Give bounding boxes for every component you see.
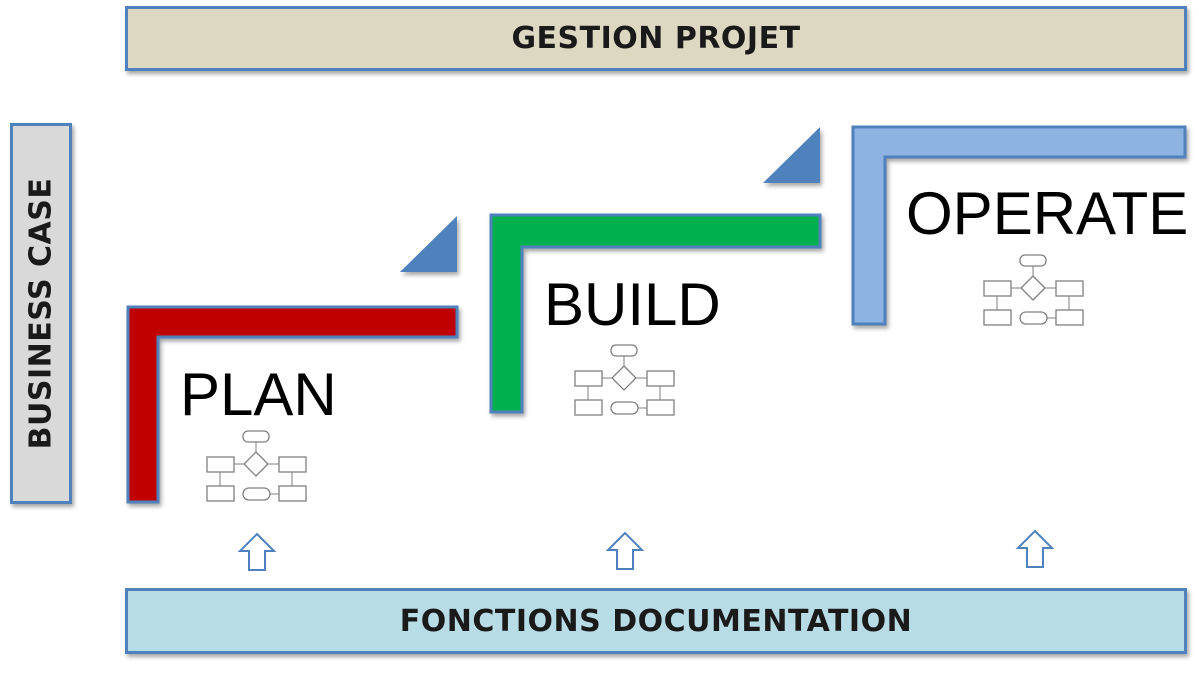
gestion-projet-label: GESTION PROJET (511, 21, 801, 56)
fonctions-documentation-banner: FONCTIONS DOCUMENTATION (125, 588, 1187, 654)
step-triangle-icon (400, 216, 457, 272)
flowchart-icon (574, 344, 675, 416)
operate-step-shape (851, 125, 1187, 326)
gestion-projet-banner: GESTION PROJET (125, 6, 1187, 71)
business-case-banner: BUSINESS CASE (10, 123, 72, 504)
flowchart-icon (206, 430, 307, 502)
plan-label: PLAN (180, 361, 337, 428)
up-arrow-icon (239, 533, 275, 571)
operate-label: OPERATE (906, 180, 1189, 247)
up-arrow-icon (607, 532, 643, 570)
flowchart-icon (983, 254, 1084, 326)
plan-step-shape (126, 305, 459, 504)
up-arrow-icon (1017, 530, 1053, 568)
build-step-shape (489, 213, 822, 414)
build-label: BUILD (544, 271, 721, 338)
fonctions-documentation-label: FONCTIONS DOCUMENTATION (399, 603, 913, 639)
step-triangle-icon (763, 127, 820, 183)
